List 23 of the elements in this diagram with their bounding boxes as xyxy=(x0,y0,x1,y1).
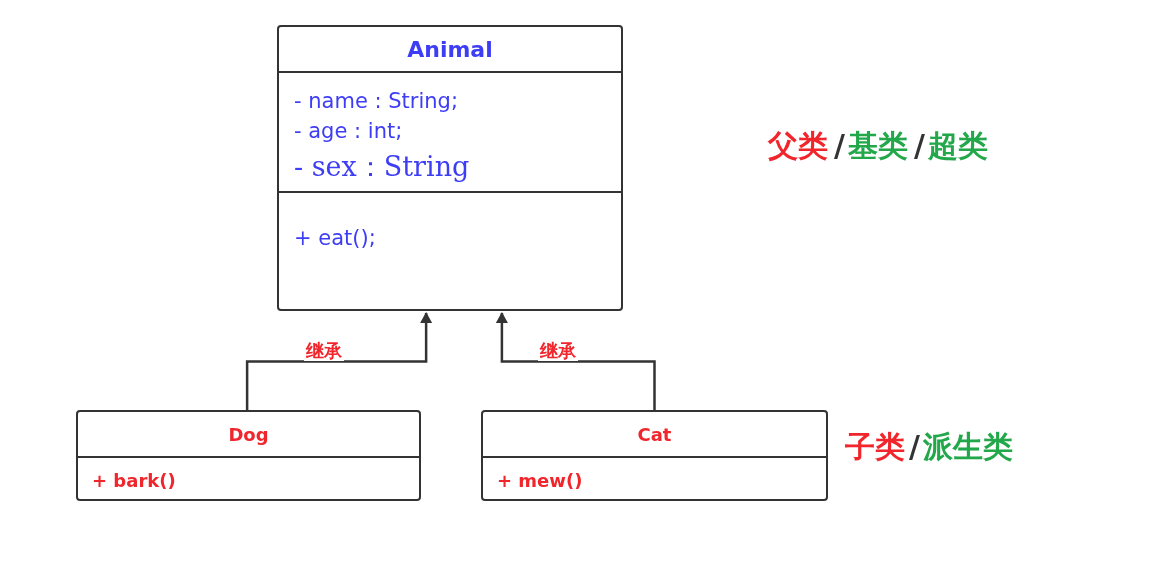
class-name: Cat xyxy=(637,426,672,444)
attribute-text: - name : String; xyxy=(294,91,458,112)
arrow xyxy=(245,312,433,410)
annotation-text: 基类 xyxy=(848,131,908,161)
arrow xyxy=(495,312,656,410)
annotation-text: / xyxy=(909,432,920,462)
class-box xyxy=(76,410,421,501)
edge-label: 继承 xyxy=(537,340,578,361)
method-text: + mew() xyxy=(497,472,583,490)
annotation-text: / xyxy=(834,131,845,161)
annotation-text: / xyxy=(914,131,925,161)
class-box xyxy=(277,25,623,311)
annotation-text: 超类 xyxy=(928,131,988,161)
attribute-text: - sex：String xyxy=(294,153,470,180)
class-name: Animal xyxy=(407,39,493,61)
attribute-text: - age : int; xyxy=(294,121,403,142)
annotation-text: 派生类 xyxy=(923,432,1013,462)
method-text: + bark() xyxy=(92,472,176,490)
method-text: + eat(); xyxy=(294,228,376,249)
edge-label: 继承 xyxy=(304,340,345,361)
class-box xyxy=(481,410,828,501)
annotation-text: 父类 xyxy=(768,131,828,161)
class-name: Dog xyxy=(228,426,269,444)
